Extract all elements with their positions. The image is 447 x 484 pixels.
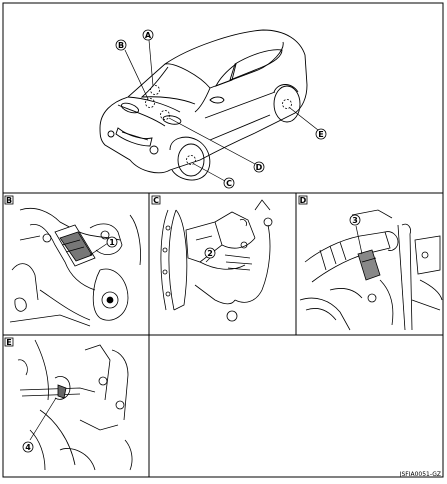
panel-d-illustration [299, 209, 443, 331]
part-2-label: 2 [207, 249, 213, 258]
location-markers [145, 85, 292, 165]
panel-d-leader [355, 225, 363, 255]
panel-c-illustration [160, 199, 273, 322]
panel-e-leader [29, 397, 57, 441]
callout-c-label: C [226, 179, 232, 188]
callout-e-label: E [318, 130, 323, 139]
callout-b: B [115, 39, 127, 51]
part-1-label: 1 [109, 238, 115, 247]
callout-c: C [223, 177, 235, 189]
callout-e: E [315, 128, 327, 140]
panel-d-tag [298, 195, 308, 205]
part-1-marker [106, 236, 118, 248]
part-3-marker [349, 214, 361, 226]
panel-b-letter: B [6, 196, 12, 205]
panel-d-letter: D [300, 196, 307, 205]
panel-b-leader [89, 242, 109, 256]
marker-e [282, 99, 292, 109]
panel-c-tag [151, 195, 161, 205]
part-4-label: 4 [25, 443, 31, 452]
callout-b-label: B [118, 41, 124, 50]
panel-e-tag [4, 337, 14, 347]
panel-b-tag [4, 195, 14, 205]
marker-b [145, 98, 155, 108]
panel-c: C [151, 195, 273, 322]
marker-d [160, 110, 170, 120]
marker-c [186, 155, 196, 165]
part-2-marker [204, 247, 216, 259]
panel-c-leader [205, 257, 211, 263]
panel-b: B 1 [4, 195, 141, 327]
car-overview [99, 29, 308, 181]
callout-a: A [142, 29, 154, 41]
callout-d-label: D [256, 163, 263, 172]
panel-d: D 3 [298, 195, 443, 331]
outer-frame [2, 2, 444, 478]
panel-e-illustration [17, 339, 133, 471]
panel-e-letter: E [6, 338, 11, 347]
panel-c-letter: C [153, 196, 159, 205]
callout-a-label: A [145, 31, 152, 40]
part-3-label: 3 [352, 216, 358, 225]
part-4-marker [22, 441, 34, 453]
marker-a [150, 85, 160, 95]
callout-d: D [253, 161, 265, 173]
panel-e: E 4 [4, 337, 133, 471]
leader-lines [124, 39, 319, 182]
panel-b-illustration [9, 207, 141, 327]
figure-id: JSFIA0051-GZ [399, 471, 441, 478]
